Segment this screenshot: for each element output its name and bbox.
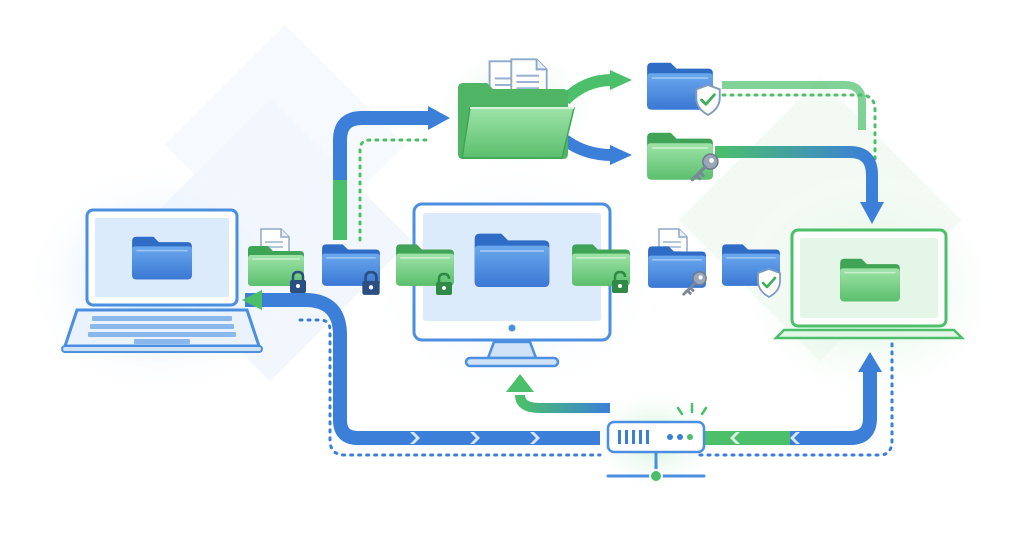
folder-icon [839,257,901,303]
secure-folder-shield[interactable] [646,61,722,116]
destination-laptop[interactable] [772,228,966,340]
arrow-to-shield-folder [560,74,613,105]
arrowhead-into-laptop [242,290,262,310]
arrow-router-to-destination [700,370,877,445]
dotted-path-bottom-right [698,338,894,457]
arrow-laptop-to-router [245,293,600,445]
arrow-to-key-folder [561,135,613,161]
folder-icon [473,232,551,289]
dotted-path-bottom-left [298,318,602,457]
arrow-router-to-monitor [515,394,610,413]
arrow-key-folder-to-destination [715,146,878,205]
secure-folder-key[interactable] [646,131,720,182]
monitor-stand [486,340,538,360]
shared-folder[interactable] [458,58,575,159]
network-router[interactable] [606,402,708,483]
arrowhead-into-destination [858,352,882,372]
transfer-arrows [242,70,884,445]
wifi-signal-icon [676,402,708,416]
dotted-path-upper-left [358,138,432,242]
desktop-monitor[interactable] [412,202,612,368]
arrowhead-into-shared-folder [428,106,450,130]
arrow-up-to-shared-folder [333,111,430,240]
folder-icon [131,235,193,281]
source-laptop[interactable] [61,208,263,353]
shield-check-icon [694,84,722,116]
